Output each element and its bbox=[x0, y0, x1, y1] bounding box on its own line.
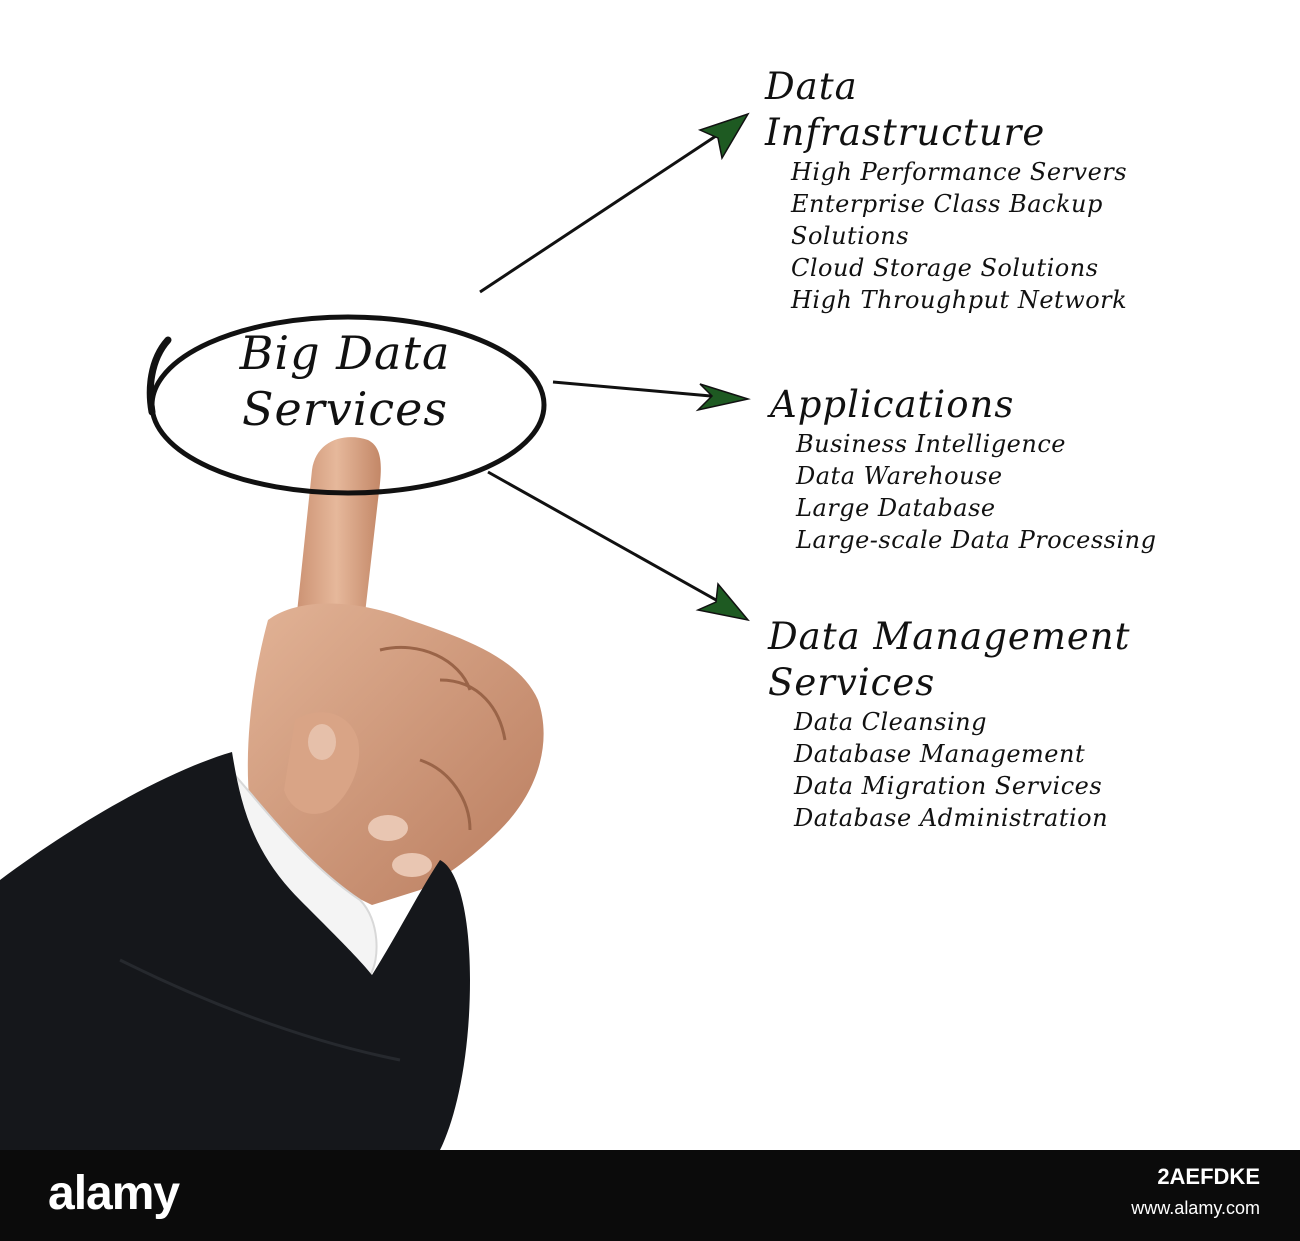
brand-logo: alamy bbox=[48, 1167, 180, 1220]
group-applications: Applications Business Intelligence Data … bbox=[770, 382, 1270, 556]
sleeve-crease bbox=[119, 958, 401, 1062]
group-item: Enterprise Class Backup bbox=[791, 190, 1103, 218]
group-data-management-services: Data Management Services Data Cleansing … bbox=[768, 614, 1268, 834]
group-heading-line2: Services bbox=[768, 661, 936, 704]
ellipse-swoosh bbox=[146, 336, 172, 416]
group-heading-line1: Applications bbox=[770, 383, 1015, 426]
arrow-head-icon bbox=[697, 112, 750, 161]
knuckle-line bbox=[419, 758, 472, 831]
watermark-footer: alamy 2AEFDKE www.alamy.com bbox=[0, 1150, 1300, 1241]
group-heading-line1: Data Management bbox=[768, 615, 1131, 658]
group-item: Solutions bbox=[791, 222, 910, 250]
group-item: Data Migration Services bbox=[794, 772, 1103, 800]
fingernail bbox=[308, 724, 336, 760]
center-label-line2: Services bbox=[241, 382, 448, 436]
knuckle-line bbox=[439, 678, 507, 741]
site-url: www.alamy.com bbox=[1131, 1198, 1260, 1218]
group-data-infrastructure: Data Infrastructure High Performance Ser… bbox=[765, 64, 1245, 316]
arrow-to-data-management bbox=[487, 470, 750, 622]
group-item: Large-scale Data Processing bbox=[796, 526, 1157, 554]
group-item: Large Database bbox=[796, 494, 996, 522]
image-id: 2AEFDKE bbox=[1157, 1164, 1260, 1189]
center-node: Big Data Services bbox=[165, 325, 525, 437]
group-item: Database Administration bbox=[794, 804, 1109, 832]
group-heading-line1: Data bbox=[765, 65, 858, 108]
arrow-to-infrastructure bbox=[479, 112, 750, 294]
fingernail bbox=[392, 853, 432, 877]
group-item: Cloud Storage Solutions bbox=[791, 254, 1099, 282]
knuckle-line bbox=[379, 645, 472, 691]
fingernail bbox=[368, 815, 408, 841]
arrow-head-icon bbox=[695, 383, 751, 412]
group-item: Business Intelligence bbox=[796, 430, 1066, 458]
group-item-list: Data Cleansing Database Management Data … bbox=[768, 706, 1268, 834]
pointing-hand-illustration bbox=[0, 112, 751, 1150]
arrow-to-applications bbox=[552, 380, 751, 412]
group-item: High Throughput Network bbox=[791, 286, 1128, 314]
group-heading-line2: Infrastructure bbox=[765, 111, 1046, 154]
group-item-list: High Performance Servers Enterprise Clas… bbox=[765, 156, 1245, 316]
group-item: Data Warehouse bbox=[796, 462, 1003, 490]
thumb bbox=[284, 712, 360, 814]
group-item: Data Cleansing bbox=[794, 708, 987, 736]
group-item: Database Management bbox=[794, 740, 1086, 768]
center-label-line1: Big Data bbox=[239, 326, 451, 380]
group-item-list: Business Intelligence Data Warehouse Lar… bbox=[770, 428, 1270, 556]
diagram: Big Data Services Data Infrastructure Hi… bbox=[165, 64, 1270, 834]
arrow-head-icon bbox=[695, 582, 750, 622]
group-item: High Performance Servers bbox=[791, 158, 1128, 186]
